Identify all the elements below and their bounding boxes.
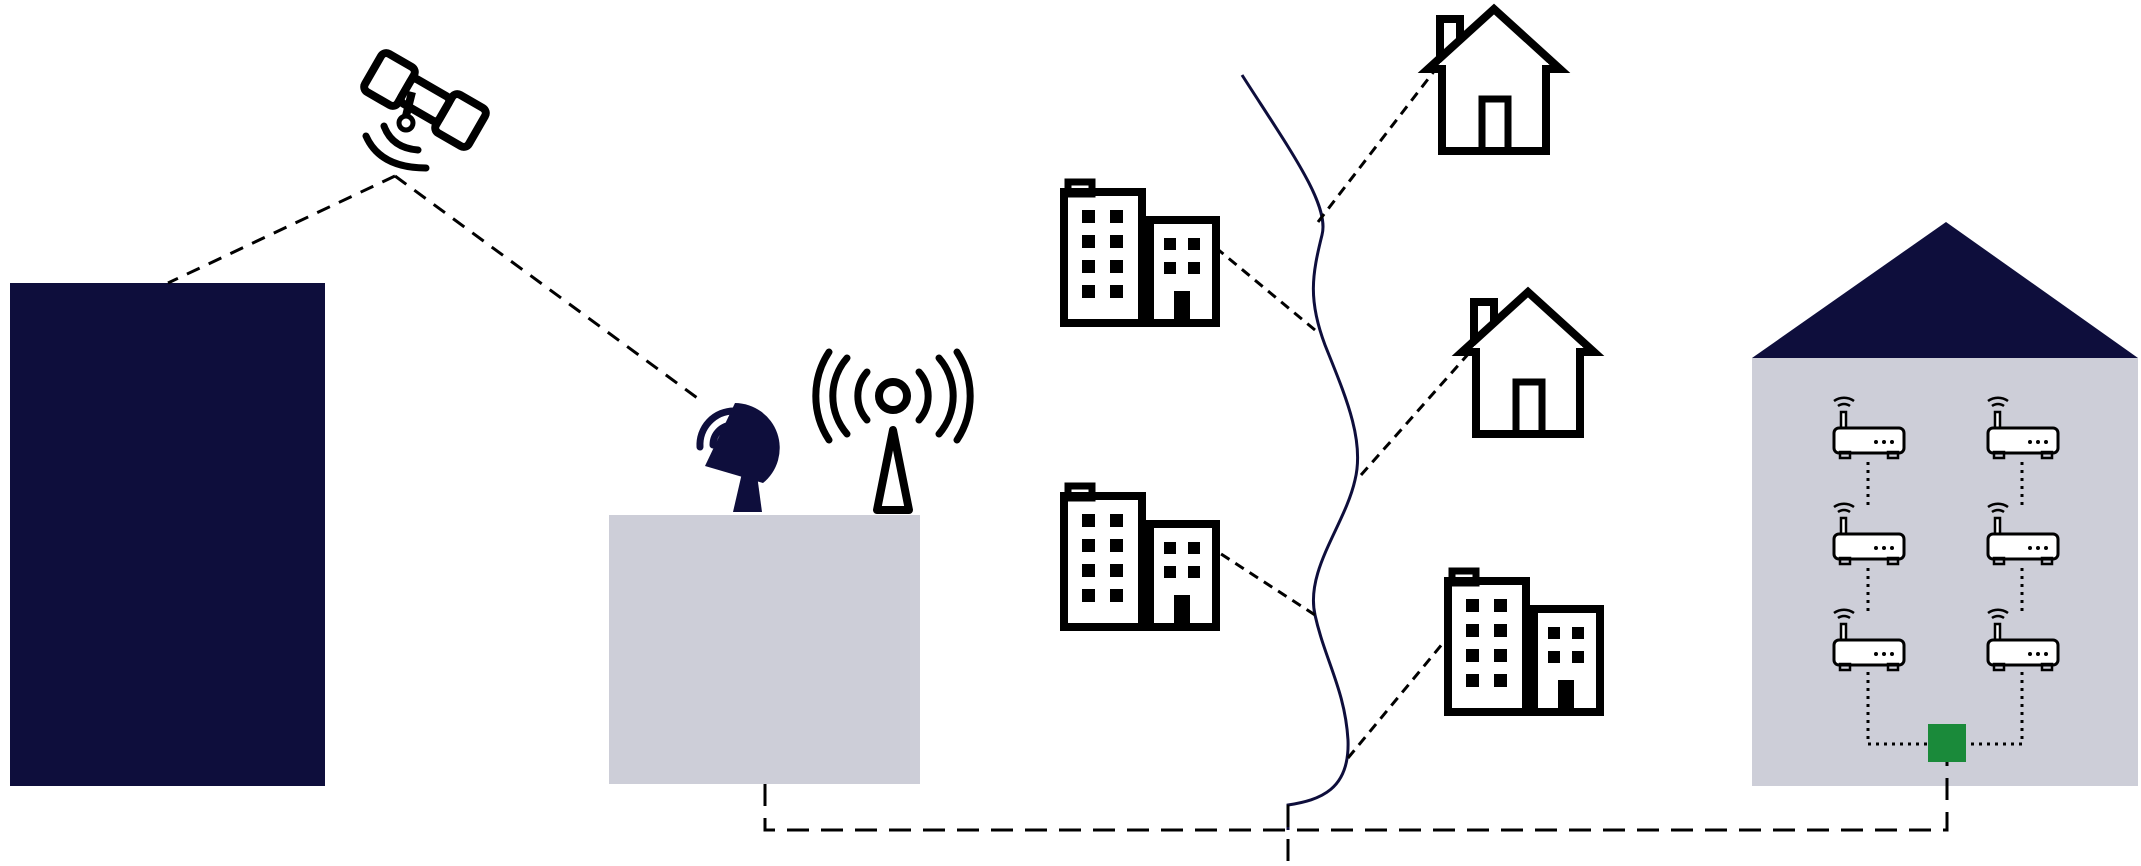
radio-tower-icon <box>812 348 974 514</box>
building-body <box>1752 358 2138 786</box>
satellite-link-left <box>167 174 396 285</box>
network-switch-icon <box>1928 724 1966 762</box>
house-icon <box>1462 292 1594 436</box>
office-building-icon <box>1064 182 1216 323</box>
branch-office-3 <box>1346 636 1450 759</box>
building-roof <box>1752 222 2138 358</box>
branch-office-1 <box>1214 245 1316 332</box>
branch-house-2 <box>1359 351 1472 476</box>
branch-house-1 <box>1316 69 1437 223</box>
branch-office-2 <box>1217 550 1316 617</box>
left-navy-block <box>10 283 325 786</box>
satellite-dish-icon <box>696 403 780 512</box>
office-building-icon <box>1448 571 1600 712</box>
internal-lan-links <box>1866 462 2024 746</box>
office-building-icon <box>1064 486 1216 627</box>
satellite-link-dish <box>394 174 701 402</box>
ground-station-block <box>609 515 920 784</box>
satellite-icon <box>360 49 490 172</box>
wan-link-bottom <box>763 762 1949 832</box>
backbone-fiber-line <box>1240 74 1360 830</box>
house-icon <box>1428 9 1560 153</box>
